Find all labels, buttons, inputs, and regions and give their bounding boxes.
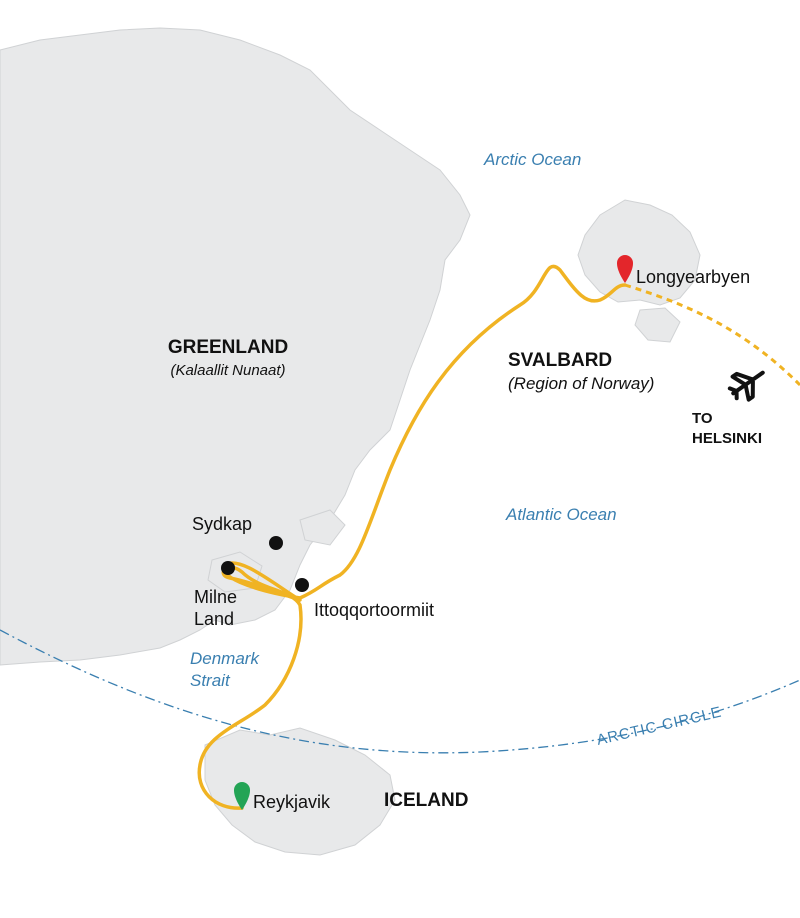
- atlantic-ocean-label: Atlantic Ocean: [505, 505, 617, 524]
- iceland-label: ICELAND: [384, 790, 468, 811]
- milne-land-label-line1: Milne: [194, 587, 237, 607]
- arctic-ocean-label: Arctic Ocean: [483, 150, 581, 169]
- airplane-icon: [727, 370, 765, 402]
- greenland-landmass: [0, 27, 471, 666]
- sydkap-label: Sydkap: [192, 514, 252, 534]
- greenland-label: GREENLAND: [168, 337, 288, 358]
- milne-land-stop-dot: [221, 561, 235, 575]
- denmark-strait-label-line2: Strait: [190, 671, 231, 690]
- reykjavik-label: Reykjavik: [253, 792, 331, 812]
- svalbard-subtitle: (Region of Norway): [508, 374, 654, 393]
- flight-destination-line2: HELSINKI: [692, 430, 762, 447]
- svalbard-south-island: [634, 307, 681, 343]
- longyearbyen-map-pin-icon: [617, 255, 633, 283]
- iceland-landmass: [204, 727, 396, 856]
- flight-route-line: [624, 283, 800, 387]
- milne-land-label-line2: Land: [194, 609, 234, 629]
- arctic-circle-label: ARCTIC CIRCLE: [595, 704, 724, 749]
- svalbard-label: SVALBARD: [508, 350, 612, 371]
- arctic-circle-line: [0, 629, 800, 754]
- reykjavik-map-pin-icon: [234, 782, 250, 810]
- sydkap-stop-dot: [269, 536, 283, 550]
- ittoqqortoormiit-label: Ittoqqortoormiit: [314, 600, 434, 620]
- denmark-strait-label-line1: Denmark: [190, 649, 260, 668]
- greenland-subtitle: (Kalaallit Nunaat): [170, 362, 285, 379]
- ittoqqortoormiit-stop-dot: [295, 578, 309, 592]
- flight-destination-line1: TO: [692, 410, 713, 427]
- longyearbyen-label: Longyearbyen: [636, 267, 750, 287]
- greenland-coastal-islands: [299, 509, 346, 546]
